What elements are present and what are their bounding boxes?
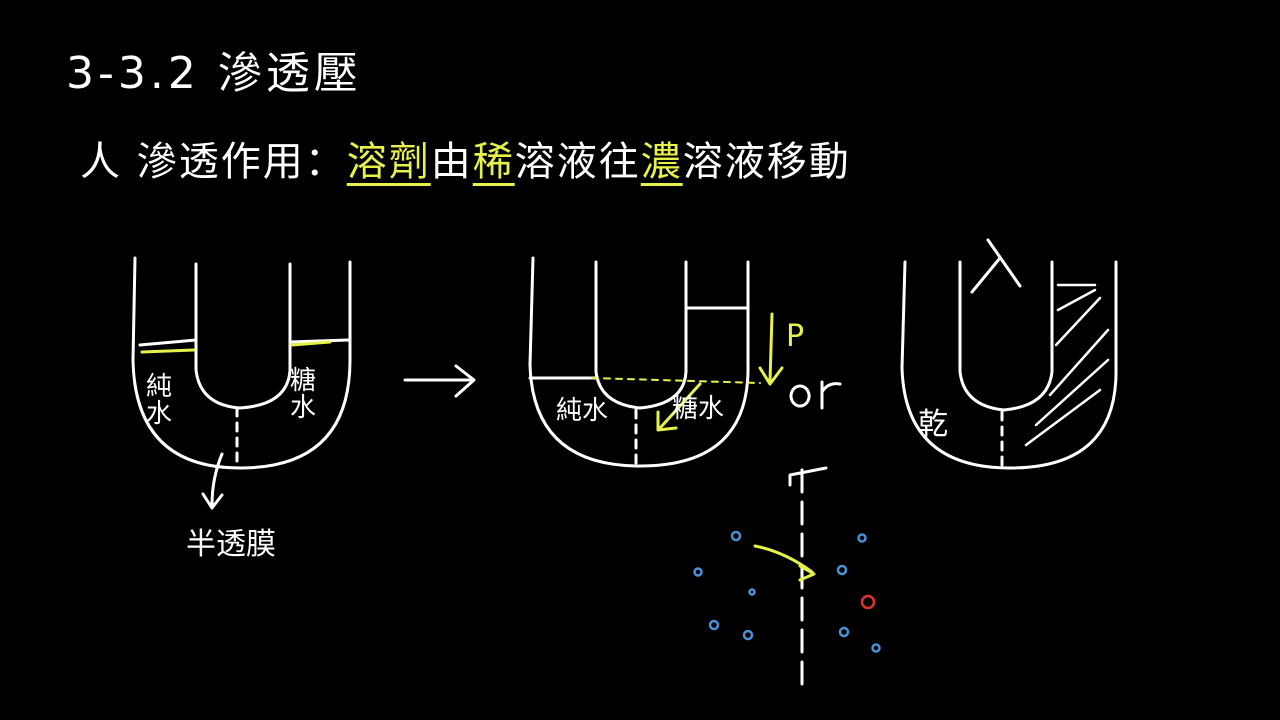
u-tube-1-pointer-arrow xyxy=(201,452,224,510)
particle-blue xyxy=(730,530,742,542)
particle-blue xyxy=(742,629,754,641)
u-tube-1-left-label: 純水 xyxy=(146,372,173,430)
cross-mark xyxy=(970,238,1022,294)
particle-flow-arrow xyxy=(753,544,816,582)
highlight-strokes xyxy=(140,312,816,582)
u-tube-3-outer xyxy=(900,260,1118,470)
particle-blue xyxy=(857,533,867,543)
u-tube-1-right-level-white xyxy=(288,338,350,344)
u-tube-1-left-level-white xyxy=(138,338,198,347)
definition-solvent: 溶劑 xyxy=(346,139,431,185)
particle-blue xyxy=(708,619,720,631)
closeup-pin xyxy=(788,466,828,490)
particles xyxy=(693,530,881,653)
hatched-region xyxy=(1024,283,1110,447)
particle-blue xyxy=(838,626,850,638)
u-tube-1 xyxy=(131,256,352,510)
u-tube-1-left-level-yellow xyxy=(140,348,196,354)
section-title: 3-3.2 滲透壓 xyxy=(66,48,362,99)
semipermeable-membrane-label: 半透膜 xyxy=(186,527,276,562)
particle-blue xyxy=(871,643,881,653)
particle-blue xyxy=(836,564,848,576)
u-tube-2-flow-arrow xyxy=(656,382,702,432)
definition-concentrated: 濃 xyxy=(640,139,683,185)
osmosis-definition: 人 滲透作用：溶劑由稀溶液往濃溶液移動 xyxy=(80,142,851,182)
u-tube-1-inner xyxy=(194,262,292,410)
definition-mid1: 由 xyxy=(430,139,473,185)
u-tube-2-inner xyxy=(594,260,688,410)
u-tube-2-outer xyxy=(528,256,750,468)
u-tube-1-right-label: 糖水 xyxy=(290,366,317,424)
definition-prefix: 人 滲透作用： xyxy=(80,139,347,185)
u-tube-2-dashed-equal-level xyxy=(591,377,761,384)
particle-blue xyxy=(748,588,756,596)
definition-dilute: 稀 xyxy=(472,139,515,185)
u-tube-3-left-label: 乾 xyxy=(918,407,948,442)
u-tube-2 xyxy=(528,256,842,468)
u-tube-1-right-level-yellow xyxy=(290,340,332,347)
or-text-drawn xyxy=(789,380,842,410)
transition-arrow xyxy=(403,364,476,398)
definition-suffix: 溶液移動 xyxy=(682,139,851,185)
pressure-arrow xyxy=(758,312,784,386)
pressure-label: P xyxy=(786,319,805,354)
u-tube-1-outer xyxy=(131,256,352,470)
definition-mid2: 溶液往 xyxy=(514,139,641,185)
u-tube-2-right-label: 糖水 xyxy=(672,394,725,424)
u-tube-2-left-label: 純水 xyxy=(556,396,609,426)
u-tube-3 xyxy=(900,238,1118,470)
particle-red xyxy=(860,594,876,610)
u-tube-3-inner xyxy=(958,260,1054,412)
membrane-closeup xyxy=(788,466,828,692)
particle-blue xyxy=(693,567,703,577)
